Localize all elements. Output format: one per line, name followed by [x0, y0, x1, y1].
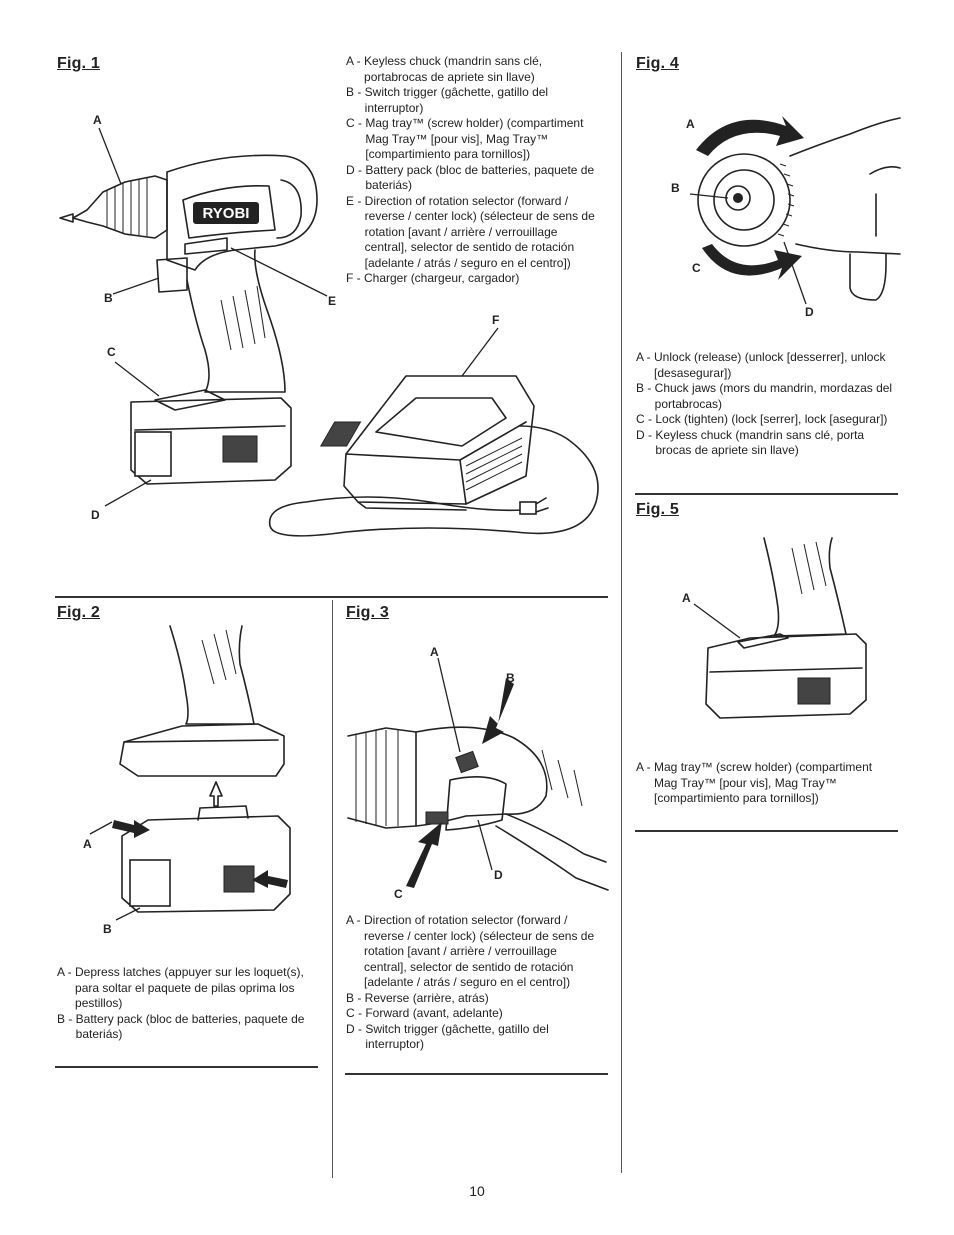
- legend-item: D - Switch trigger (gâchette, gatillo de…: [346, 1021, 549, 1052]
- fig3-selector-illustration: [347, 657, 609, 891]
- fig3-callout-d: D: [494, 868, 503, 882]
- column-divider-right: [621, 52, 622, 1173]
- fig1-callout-b: B: [104, 291, 113, 305]
- legend-item: B - Switch trigger (gâchette, gatillo de…: [346, 85, 549, 115]
- legend-item: C - Mag tray™ (screw holder) (compartime…: [346, 116, 584, 161]
- legend-item: A - Direction of rotation selector (forw…: [346, 913, 595, 989]
- legend-item: B - Chuck jaws (mors du mandrin, mordaza…: [636, 381, 893, 411]
- legend-item: A - Keyless chuck (mandrin sans clé, por…: [346, 54, 543, 84]
- fig4-callout-c: C: [692, 261, 701, 275]
- legend-item: D - Battery pack (bloc de batteries, paq…: [346, 162, 595, 193]
- fig3-title: Fig. 3: [346, 604, 389, 621]
- section-rule-fig4: [635, 493, 898, 495]
- fig4-chuck-illustration: [689, 116, 901, 305]
- legend-item: A - Depress latches (appuyer sur les loq…: [57, 965, 304, 1010]
- fig5-callout-a: A: [682, 591, 691, 605]
- fig2-title: Fig. 2: [57, 604, 100, 621]
- column-divider-middle: [332, 600, 333, 1178]
- fig4-callout-b: B: [671, 181, 680, 195]
- fig1-callout-c: C: [107, 345, 116, 359]
- fig5-legend: A - Mag tray™ (screw holder) (compartime…: [636, 760, 898, 807]
- fig4-callout-a: A: [686, 117, 695, 131]
- fig2-callout-a: A: [83, 837, 92, 851]
- fig2-legend: A - Depress latches (appuyer sur les loq…: [57, 965, 315, 1043]
- fig1-title: Fig. 1: [57, 55, 100, 72]
- fig2-callout-b: B: [103, 922, 112, 936]
- legend-item: A - Mag tray™ (screw holder) (compartime…: [636, 760, 873, 805]
- fig1-callout-a: A: [93, 113, 102, 127]
- legend-item: C - Lock (tighten) (lock [serrer], lock …: [636, 412, 888, 426]
- page-number: 10: [469, 1183, 485, 1199]
- legend-item: A - Unlock (release) (unlock [desserrer]…: [636, 350, 886, 380]
- fig1-legend: A - Keyless chuck (mandrin sans clé, por…: [346, 54, 596, 287]
- fig1-callout-d: D: [91, 508, 100, 522]
- fig4-legend: A - Unlock (release) (unlock [desserrer]…: [636, 350, 898, 459]
- legend-item: E - Direction of rotation selector (forw…: [346, 193, 595, 270]
- fig1-charger-illustration: [268, 327, 599, 537]
- legend-item: B - Battery pack (bloc de batteries, paq…: [57, 1011, 305, 1042]
- fig5-title: Fig. 5: [636, 501, 679, 518]
- fig3-legend: A - Direction of rotation selector (forw…: [346, 913, 596, 1053]
- section-rule-fig5: [635, 830, 898, 832]
- fig1-drill-illustration: RYOBI: [59, 127, 328, 507]
- fig4-callout-d: D: [805, 305, 814, 319]
- ryobi-logo: RYOBI: [203, 205, 250, 222]
- legend-item: B - Reverse (arrière, atrás): [346, 990, 489, 1005]
- fig3-callout-c: C: [394, 887, 403, 901]
- fig1-callout-e: E: [328, 294, 337, 308]
- fig3-callout-b: B: [506, 671, 515, 685]
- fig1-callout-f: F: [492, 313, 500, 327]
- section-rule-fig2: [55, 1066, 318, 1068]
- fig5-mag-tray-illustration: [693, 537, 867, 719]
- fig2-battery-removal-illustration: [89, 625, 291, 921]
- fig3-callout-a: A: [430, 645, 439, 659]
- legend-item: C - Forward (avant, adelante): [346, 1006, 503, 1020]
- legend-item: F - Charger (chargeur, cargador): [346, 271, 520, 285]
- fig4-title: Fig. 4: [636, 55, 679, 72]
- section-rule-fig1: [55, 596, 608, 598]
- legend-item: D - Keyless chuck (mandrin sans clé, por…: [636, 427, 865, 458]
- section-rule-fig3: [345, 1073, 608, 1075]
